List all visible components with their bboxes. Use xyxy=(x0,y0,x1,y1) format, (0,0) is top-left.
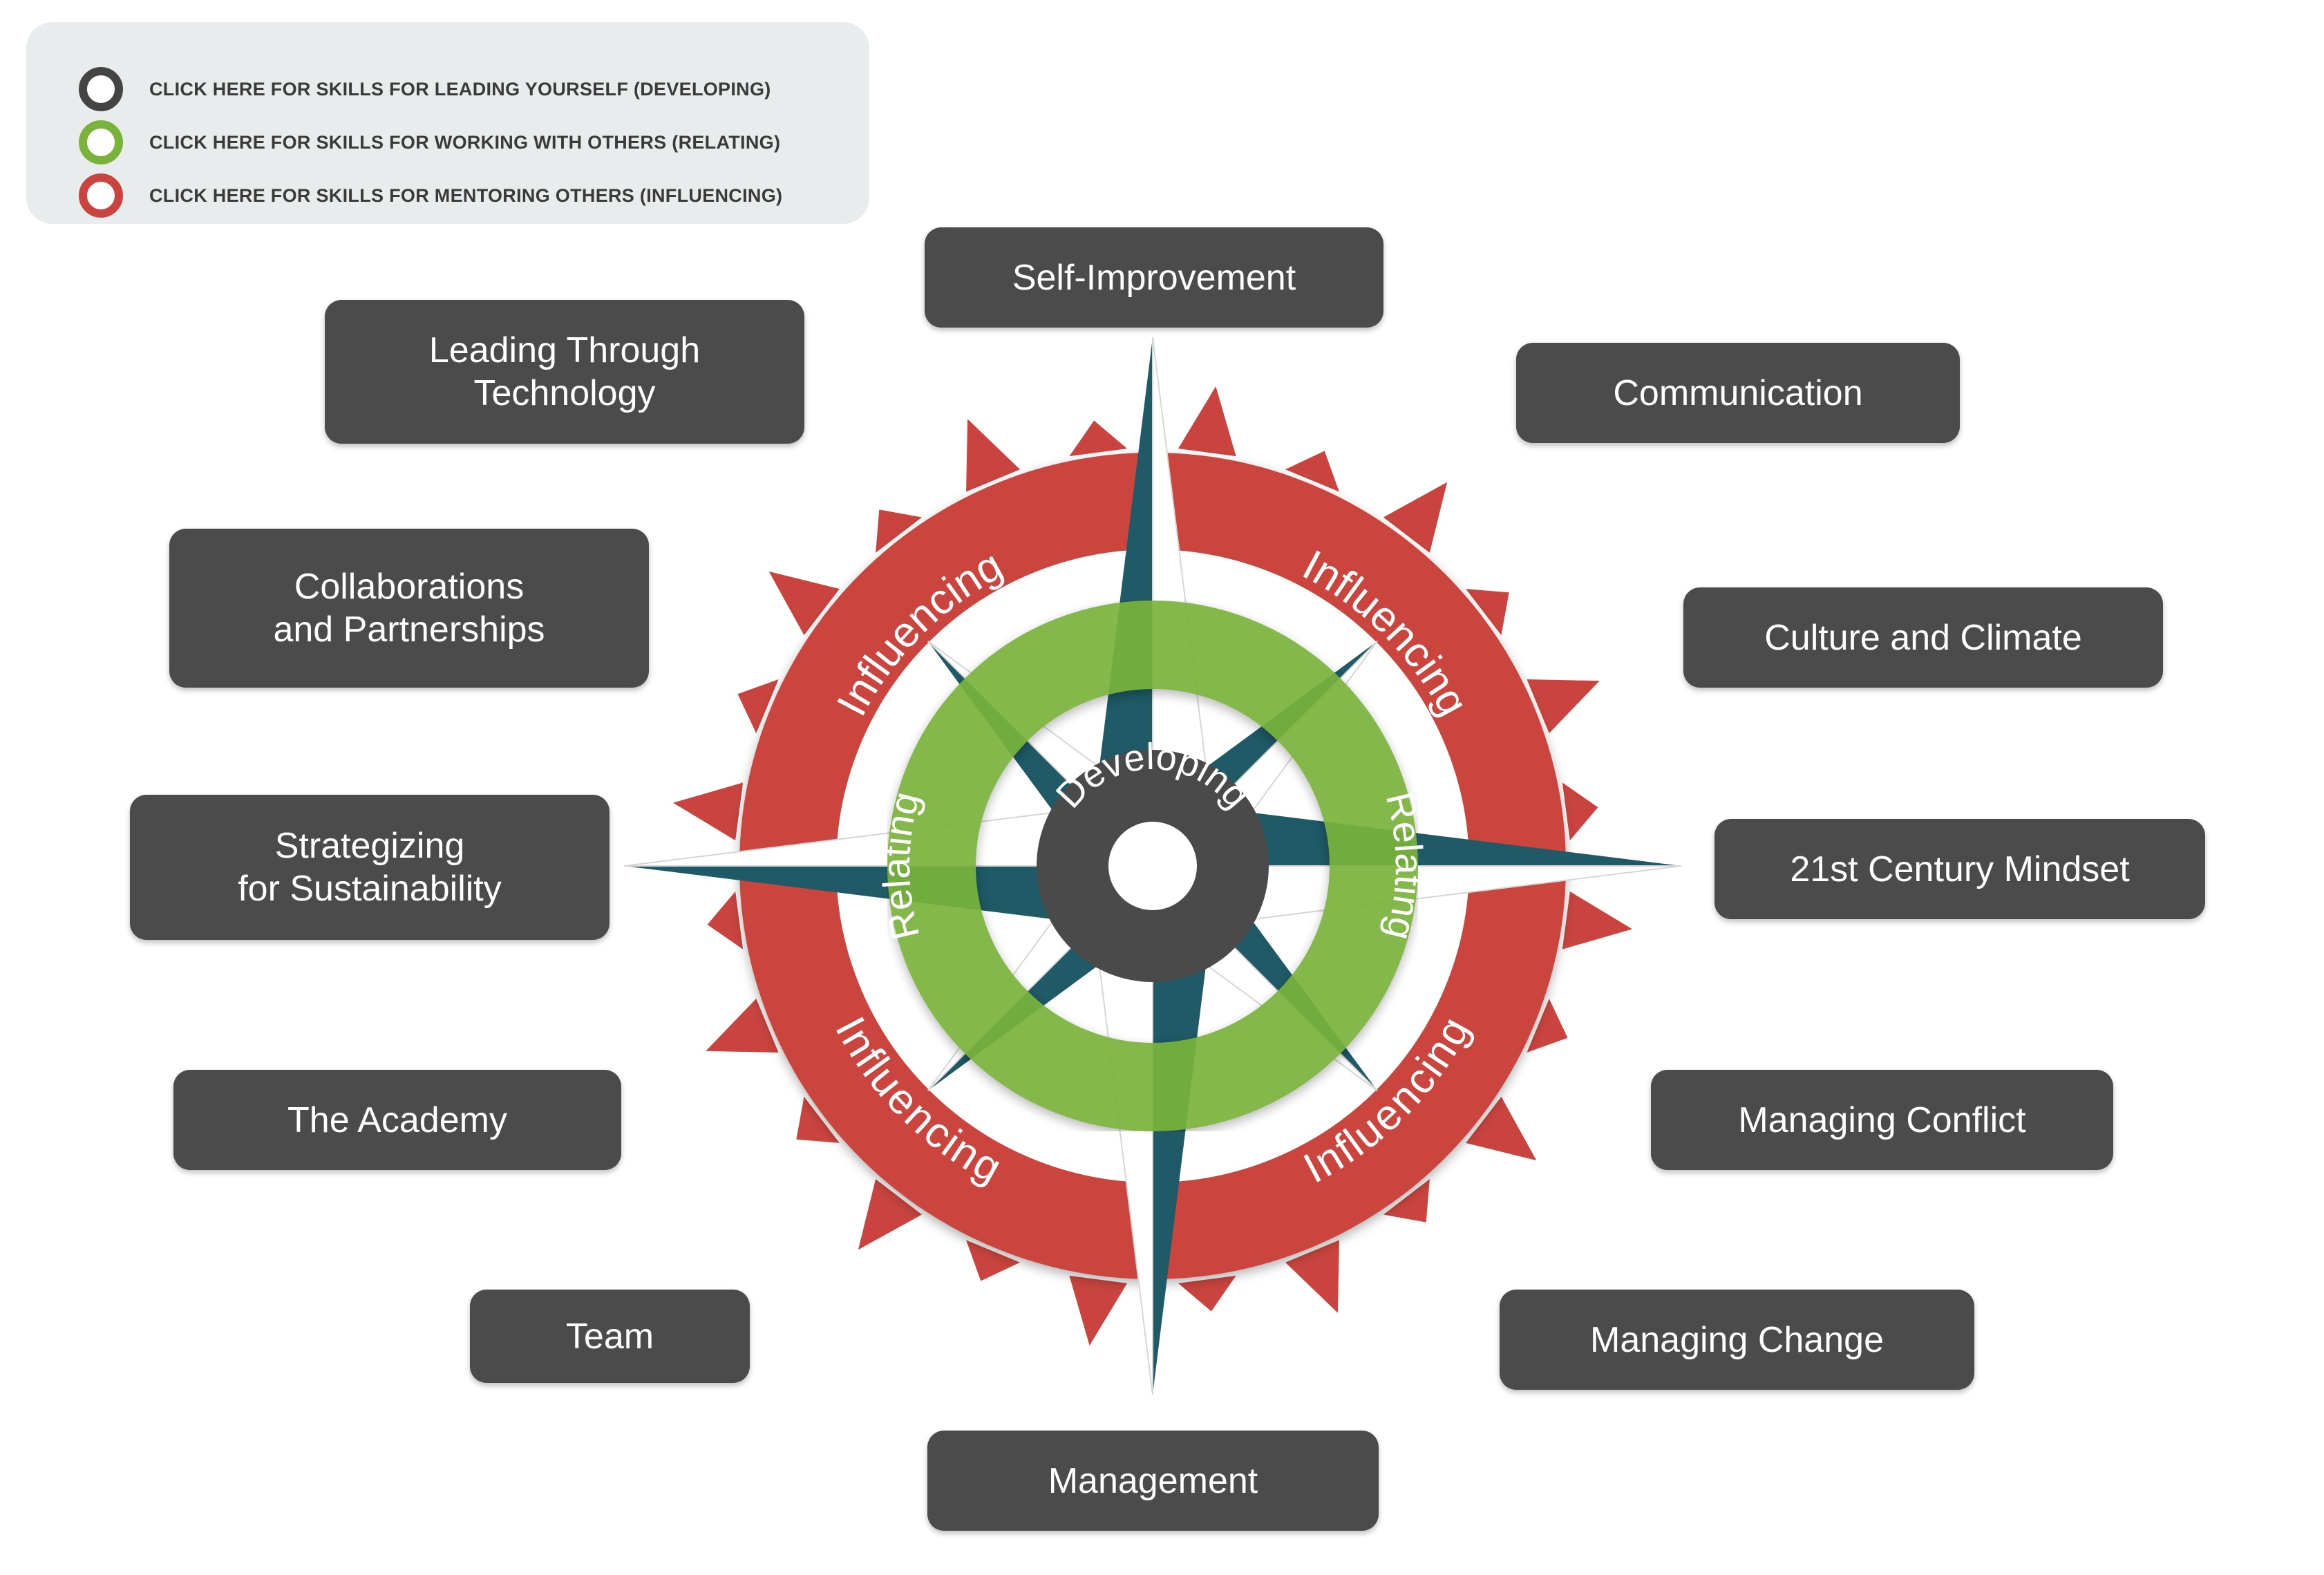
spike-mark xyxy=(1178,1275,1236,1312)
spike-mark xyxy=(1466,1096,1537,1161)
outer-spike-marks xyxy=(672,386,1633,1346)
spike-mark xyxy=(1285,1240,1339,1313)
skill-21st-century-mindset[interactable]: 21st Century Mindset xyxy=(1714,819,2205,919)
skill-management[interactable]: Management xyxy=(927,1431,1379,1531)
spike-mark xyxy=(768,571,840,636)
spike-mark xyxy=(1527,679,1600,734)
skill-collaborations-and-partnerships[interactable]: Collaborations and Partnerships xyxy=(169,529,649,688)
spike-mark xyxy=(1527,998,1568,1053)
spike-mark xyxy=(1466,589,1509,636)
skill-strategizing-for-sustainability[interactable]: Strategizing for Sustainability xyxy=(130,795,610,940)
legend-influencing-label: CLICK HERE FOR SKILLS FOR MENTORING OTHE… xyxy=(149,185,783,206)
spike-mark xyxy=(796,1096,840,1143)
cardinal-point-2-dark xyxy=(1153,866,1218,1395)
spike-mark xyxy=(1383,482,1448,553)
skill-leading-through-technology[interactable]: Leading Through Technology xyxy=(325,300,804,444)
spike-mark xyxy=(707,891,744,950)
spike-mark xyxy=(1285,451,1339,492)
legend-relating-link[interactable]: CLICK HERE FOR SKILLS FOR WORKING WITH O… xyxy=(79,120,780,164)
relating-dot-icon xyxy=(79,120,123,164)
spike-mark xyxy=(1069,420,1128,457)
spike-mark xyxy=(1383,1179,1430,1223)
cardinal-point-3-dark xyxy=(624,866,1153,932)
spike-mark xyxy=(706,998,779,1053)
cardinal-point-0-dark xyxy=(1087,337,1153,866)
spike-mark xyxy=(1562,891,1633,950)
developing-dot-icon xyxy=(79,67,123,111)
spike-mark xyxy=(966,419,1021,492)
legend-influencing-link[interactable]: CLICK HERE FOR SKILLS FOR MENTORING OTHE… xyxy=(79,173,782,218)
spike-mark xyxy=(876,509,923,553)
spike-mark xyxy=(966,1240,1021,1281)
legend-panel: CLICK HERE FOR SKILLS FOR LEADING YOURSE… xyxy=(26,22,869,224)
skill-team[interactable]: Team xyxy=(470,1290,750,1383)
spike-mark xyxy=(1178,386,1236,457)
skill-managing-conflict[interactable]: Managing Conflict xyxy=(1651,1070,2113,1170)
influencing-dot-icon xyxy=(79,173,123,218)
spike-mark xyxy=(672,782,744,841)
legend-relating-label: CLICK HERE FOR SKILLS FOR WORKING WITH O… xyxy=(149,131,781,153)
skill-the-academy[interactable]: The Academy xyxy=(173,1070,621,1170)
skill-managing-change[interactable]: Managing Change xyxy=(1500,1290,1974,1390)
spike-mark xyxy=(737,679,779,734)
spike-mark xyxy=(1562,782,1598,841)
center-hole xyxy=(1108,822,1197,910)
cardinal-point-1-dark xyxy=(1153,800,1681,866)
legend-developing-label: CLICK HERE FOR SKILLS FOR LEADING YOURSE… xyxy=(149,78,771,100)
legend-developing-link[interactable]: CLICK HERE FOR SKILLS FOR LEADING YOURSE… xyxy=(79,67,771,111)
skill-culture-and-climate[interactable]: Culture and Climate xyxy=(1683,587,2163,688)
skill-self-improvement[interactable]: Self-Improvement xyxy=(925,227,1383,328)
spike-mark xyxy=(858,1179,923,1250)
skill-communication[interactable]: Communication xyxy=(1516,343,1960,443)
relating-ring[interactable] xyxy=(887,601,1418,1131)
spike-mark xyxy=(1069,1275,1128,1346)
